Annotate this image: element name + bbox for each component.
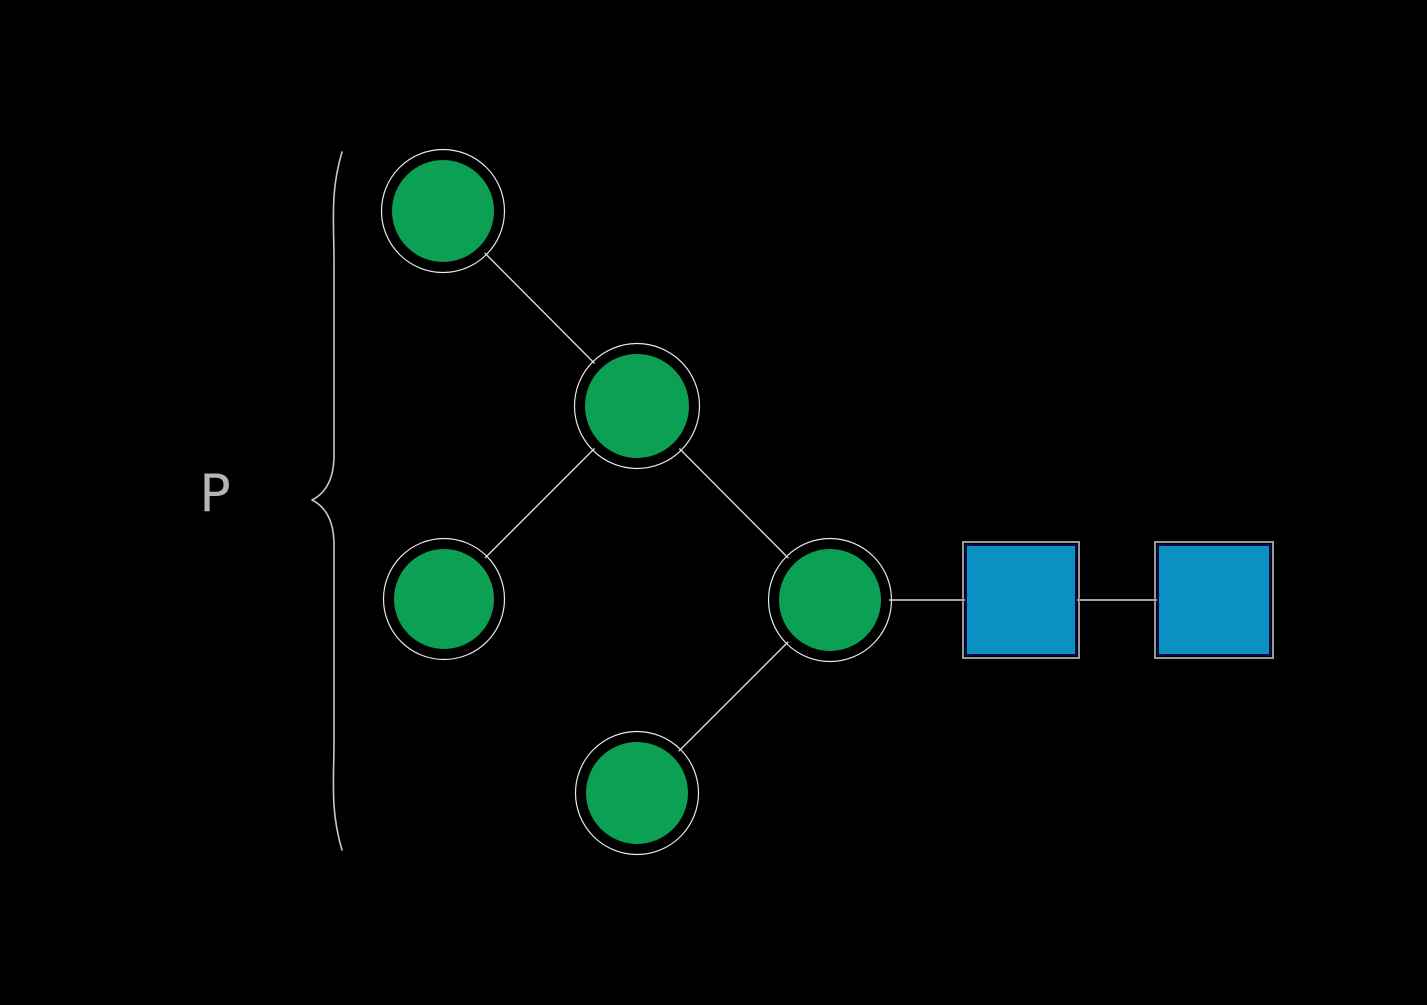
edge-layer [484,252,1158,752]
node-body[interactable] [578,734,696,852]
graph-edge[interactable] [484,252,596,364]
left-curly-brace-icon [311,151,343,851]
node-outer-ring [573,342,701,470]
node-body[interactable] [384,152,502,270]
node-body[interactable] [386,541,502,657]
brace-group: P [199,151,343,851]
node-layer [380,148,1274,856]
box-outer-ring [962,541,1080,659]
graph-node-circle[interactable] [382,537,506,661]
node-outer-ring [382,537,506,661]
node-outer-ring [767,537,893,663]
graph-node-circle[interactable] [573,342,701,470]
node-outer-ring [380,148,506,274]
graph-node-circle[interactable] [767,537,893,663]
graph-edge[interactable] [678,641,789,752]
node-body[interactable] [771,541,889,659]
graph-edge[interactable] [678,448,789,559]
group-label-p: P [199,464,230,524]
graph-node-circle[interactable] [380,148,506,274]
graph-node-square[interactable] [962,541,1080,659]
graph-edge[interactable] [484,447,596,559]
box-body[interactable] [1157,544,1271,656]
graph-node-circle[interactable] [574,730,700,856]
box-body[interactable] [965,544,1077,656]
graph-node-square[interactable] [1154,541,1274,659]
node-outer-ring [574,730,700,856]
node-body[interactable] [577,346,697,466]
box-outer-ring [1154,541,1274,659]
